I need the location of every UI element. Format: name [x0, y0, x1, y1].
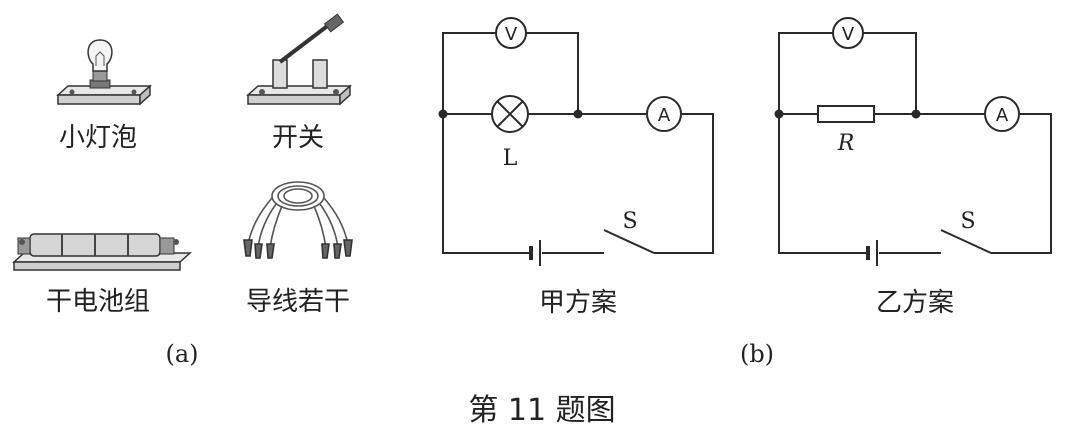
- figure-title: 第 11 题图: [468, 393, 615, 428]
- switch-s-label-2: S: [960, 209, 975, 234]
- voltmeter-letter: V: [505, 24, 518, 45]
- caption-a: (a): [165, 340, 198, 368]
- scheme-yi-circuit: V R A S: [774, 17, 1052, 266]
- caption-b: (b): [740, 340, 774, 368]
- bulb-icon: [56, 39, 152, 106]
- voltmeter-symbol: [495, 17, 527, 49]
- switch-s-label: S: [622, 209, 637, 234]
- voltmeter-letter-2: V: [842, 24, 855, 45]
- switch-blade-2: [940, 229, 992, 254]
- ammeter-letter-2: A: [996, 105, 1009, 126]
- switch-label: 开关: [272, 123, 324, 153]
- bulb-label: 小灯泡: [59, 123, 137, 153]
- junction-right: [573, 109, 583, 119]
- ammeter-symbol-2: [984, 96, 1020, 132]
- scheme-jia-circuit: V L A S: [438, 17, 714, 266]
- junction-left-2: [774, 109, 784, 119]
- lamp-label: L: [503, 146, 518, 171]
- battery-pack-icon: [12, 233, 192, 271]
- battery-label: 干电池组: [46, 287, 150, 317]
- scheme-jia-name: 甲方案: [539, 288, 617, 318]
- switch-blade: [603, 229, 655, 254]
- wires-icon: [243, 181, 353, 259]
- resistor-label: R: [837, 131, 855, 156]
- resistor-symbol: [817, 105, 875, 123]
- ammeter-symbol: [646, 96, 682, 132]
- wires-label: 导线若干: [246, 287, 350, 317]
- ammeter-letter: A: [658, 105, 671, 126]
- scheme-yi-name: 乙方案: [876, 288, 954, 318]
- voltmeter-symbol-2: [832, 17, 864, 49]
- junction-right-2: [911, 109, 921, 119]
- junction-left: [438, 109, 448, 119]
- switch-icon: [246, 13, 352, 106]
